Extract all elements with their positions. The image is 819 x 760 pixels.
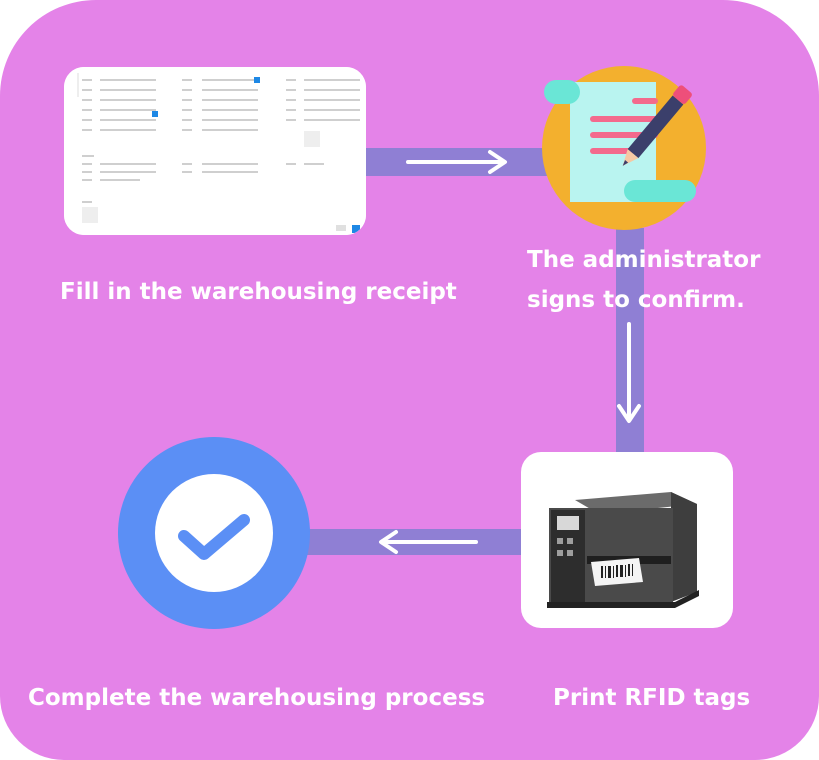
step-print-tags-label: Print RFID tags — [553, 685, 751, 711]
step-admin-sign-label-line1: The administrator — [527, 247, 761, 273]
check-inner-circle — [155, 474, 273, 592]
label-printer-icon — [547, 492, 699, 608]
step-complete-label: Complete the warehousing process — [28, 685, 486, 711]
arrow-left-icon — [379, 530, 478, 554]
printer-card — [521, 452, 733, 628]
form-screenshot-icon — [64, 67, 366, 235]
arrow-right-icon — [406, 150, 507, 174]
check-icon — [178, 514, 250, 560]
step-fill-receipt-label: Fill in the warehousing receipt — [60, 279, 457, 305]
signed-document-icon — [544, 80, 696, 202]
step-admin-sign-label-line2: signs to confirm. — [527, 287, 745, 313]
arrow-down-icon — [617, 322, 641, 423]
form-screenshot-card — [64, 67, 366, 235]
